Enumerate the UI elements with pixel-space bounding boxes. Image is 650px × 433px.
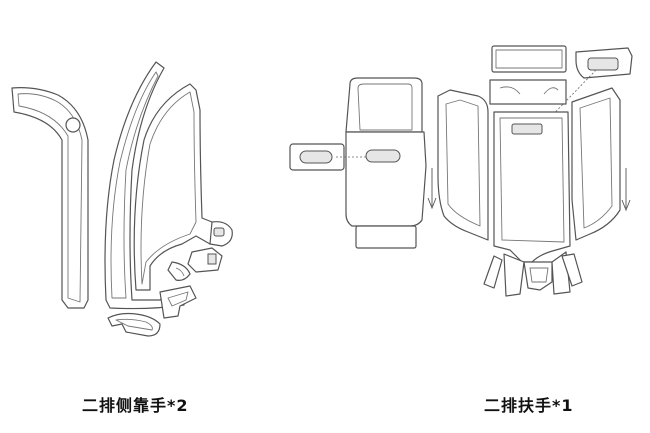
trim-tab-parts	[167, 221, 233, 281]
handle-detail-part	[289, 143, 368, 171]
armrest-group	[289, 45, 633, 297]
right-side-panel-part	[571, 87, 621, 241]
armrest-caption: 二排扶手*1	[484, 396, 574, 415]
down-arrow-icon	[621, 168, 631, 212]
mount-hole	[65, 117, 81, 133]
pocket-parts	[107, 285, 197, 337]
bottom-strip-parts	[483, 251, 583, 297]
side-armrest-caption: 二排侧靠手*2	[82, 396, 189, 415]
side-armrest-group	[11, 61, 233, 337]
door-trim-part	[104, 61, 219, 310]
down-arrow-icon	[427, 168, 437, 210]
top-parts	[489, 45, 633, 129]
left-side-panel-part	[437, 89, 489, 241]
center-armrest-part	[345, 77, 427, 249]
center-cover-part	[493, 111, 571, 263]
side-strip-part	[11, 87, 89, 309]
